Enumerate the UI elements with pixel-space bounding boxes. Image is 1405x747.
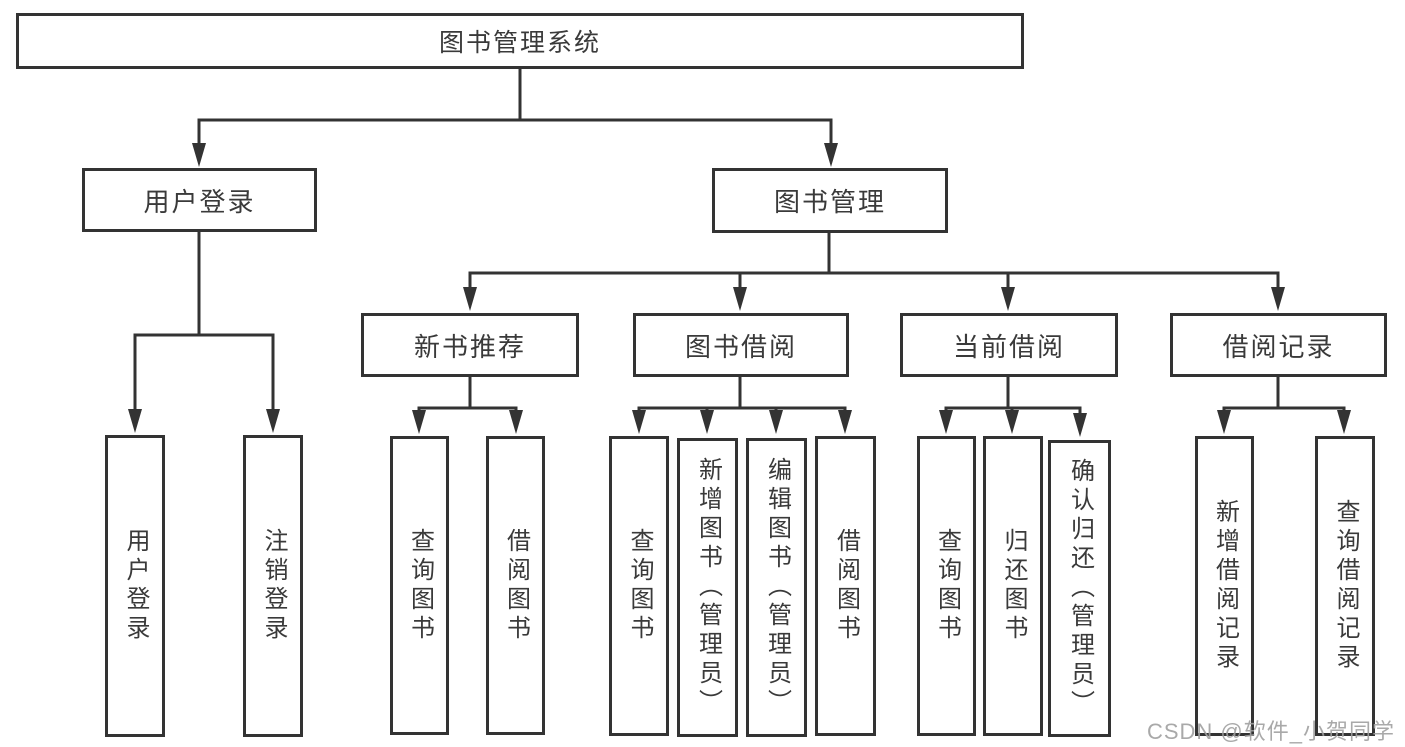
csdn-watermark: CSDN @软件_小贺同学 [1146, 719, 1395, 744]
leaf-confirm-return-admin: 确认归还（管理员） [1048, 440, 1111, 737]
node-label: 查询图书 [933, 528, 961, 644]
node-label: 借阅记录 [1222, 331, 1335, 362]
node-borrowing-records: 借阅记录 [1170, 313, 1387, 377]
leaf-query-books-current: 查询图书 [917, 436, 976, 736]
node-label: 图书管理系统 [438, 29, 601, 57]
node-label: 图书管理 [773, 187, 886, 217]
leaf-return-books: 归还图书 [983, 436, 1043, 736]
node-label: 编辑图书（管理员） [763, 457, 791, 718]
node-label: 确认归还（管理员） [1066, 458, 1094, 719]
node-library-management-system: 图书管理系统 [16, 13, 1024, 69]
node-label: 新书推荐 [413, 331, 526, 362]
node-user-login: 用户登录 [82, 168, 317, 232]
node-label: 归还图书 [1000, 528, 1027, 644]
leaf-query-books-recommend: 查询图书 [390, 436, 449, 735]
node-label: 新增图书（管理员） [694, 457, 722, 718]
leaf-add-books-admin: 新增图书（管理员） [677, 438, 738, 737]
node-label: 注销登录 [260, 528, 287, 644]
leaf-borrow-books-recommend: 借阅图书 [486, 436, 545, 735]
leaf-user-login: 用户登录 [105, 435, 165, 737]
node-label: 当前借阅 [952, 331, 1065, 362]
leaf-add-borrowing-record: 新增借阅记录 [1195, 436, 1254, 736]
node-label: 查询图书 [626, 528, 653, 644]
node-label: 查询图书 [406, 527, 434, 644]
node-label: 查询借阅记录 [1332, 499, 1359, 673]
node-book-management: 图书管理 [712, 168, 948, 233]
leaf-borrow-books-borrowing: 借阅图书 [815, 436, 876, 736]
leaf-logout-login: 注销登录 [243, 435, 303, 737]
node-label: 借阅图书 [502, 527, 530, 644]
leaf-edit-books-admin: 编辑图书（管理员） [746, 438, 807, 737]
node-new-book-recommend: 新书推荐 [361, 313, 579, 377]
node-label: 新增借阅记录 [1211, 499, 1239, 673]
node-label: 图书借阅 [684, 331, 797, 362]
leaf-query-books-borrowing: 查询图书 [609, 436, 669, 736]
node-label: 用户登录 [143, 186, 256, 217]
node-current-borrowing: 当前借阅 [900, 313, 1118, 377]
node-book-borrowing: 图书借阅 [633, 313, 849, 377]
node-label: 用户登录 [122, 528, 149, 644]
node-label: 借阅图书 [832, 528, 860, 644]
leaf-query-borrowing-record: 查询借阅记录 [1315, 436, 1375, 736]
